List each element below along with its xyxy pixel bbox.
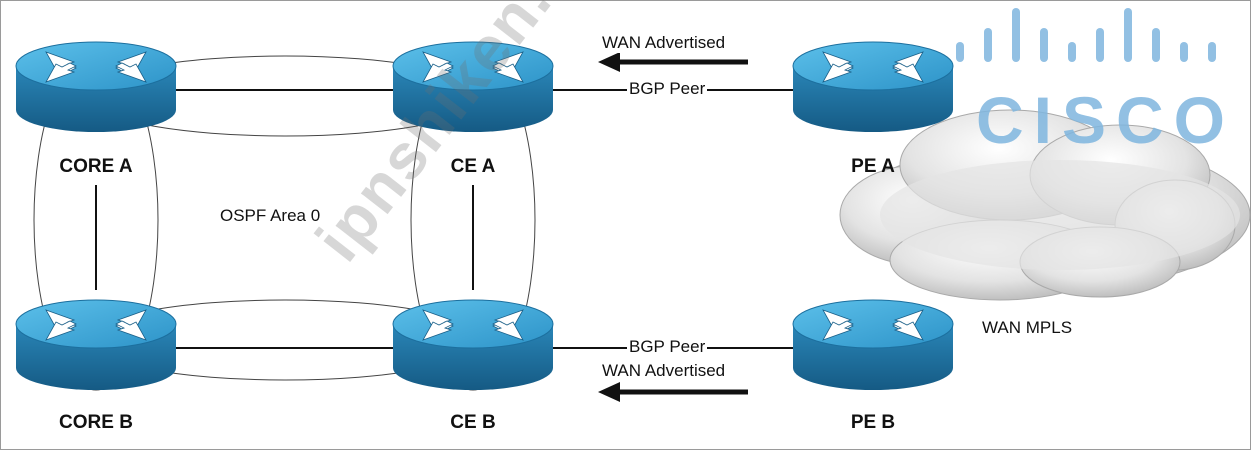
router-pe-b [792,299,954,391]
wan-advertised-arrow-bottom [598,382,748,402]
wan-advertised-arrow-top [598,52,748,72]
wan-advertised-bottom-label: WAN Advertised [602,361,726,380]
wan-mpls-cloud [839,109,1251,301]
bgp-peer-bottom-label: BGP Peer [627,337,708,357]
wan-advertised-top-label: WAN Advertised [602,33,726,53]
label-ce-b: CE B [450,412,496,433]
cisco-logo: CISCO [976,83,1236,157]
router-ce-b [392,299,554,391]
label-pe-b: PE B [850,412,896,433]
label-core-b: CORE B [59,412,133,433]
router-pe-a [792,41,954,133]
ospf-area-label: OSPF Area 0 [220,206,321,225]
wan-mpls-label: WAN MPLS [982,318,1073,337]
label-pe-a: PE A [851,156,895,177]
bgp-peer-top-label: BGP Peer [627,79,708,99]
router-core-b [15,299,177,391]
label-ce-a: CE A [450,156,496,177]
router-core-a [15,41,177,133]
cisco-logo-bars [956,8,1216,62]
label-core-a: CORE A [59,156,133,177]
